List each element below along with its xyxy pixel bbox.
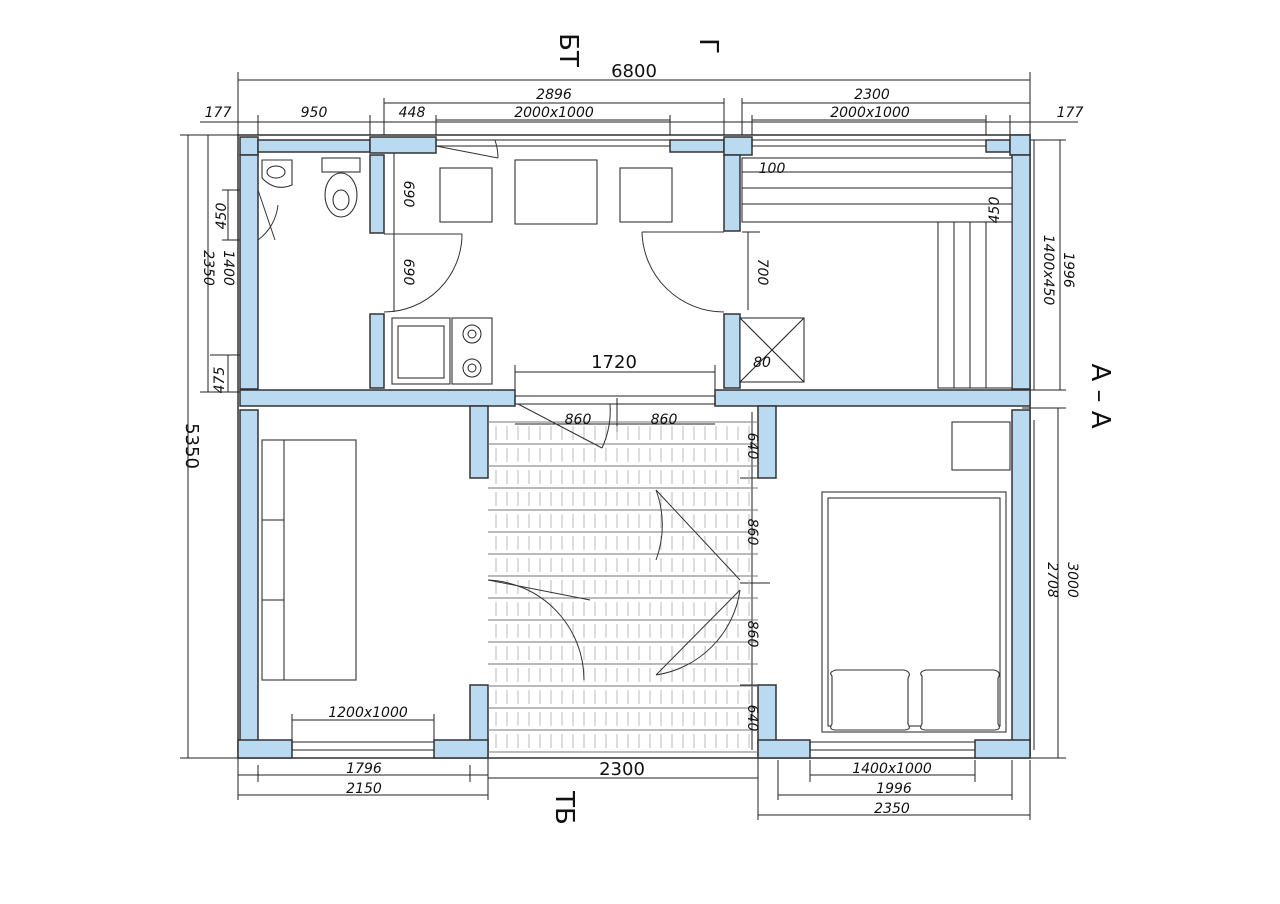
dim-overall-width: 6800 xyxy=(611,61,657,82)
dim-terrace-side-bottom: 640 xyxy=(744,705,760,732)
middle-opening xyxy=(514,395,716,405)
toilet-tank-icon xyxy=(321,157,361,173)
dimension-text: 6800 177 950 2896 448 2000x1000 2300 200… xyxy=(181,61,1083,817)
wall-right-upper xyxy=(1011,154,1031,390)
terrace-wall-left-top xyxy=(469,405,489,479)
wall-top-right xyxy=(985,139,1011,153)
nightstand-icon xyxy=(951,421,1011,471)
partition-kitchen-sauna-lower xyxy=(723,313,741,389)
section-label-top-right: Г xyxy=(693,38,723,54)
dim-overall-depth: 5350 xyxy=(181,423,202,469)
dim-sauna-window: 450 xyxy=(987,197,1003,224)
sauna-window xyxy=(751,139,987,147)
dim-bedroom-window: 1400x1000 xyxy=(852,761,932,777)
dim-lower-left: 475 xyxy=(212,367,228,394)
dim-kitchen-door-upper: 690 xyxy=(400,181,416,208)
walls xyxy=(237,134,1031,759)
partition-kitchen-sauna-upper xyxy=(723,154,741,232)
kitchen-window xyxy=(435,139,671,147)
washbasin-icon xyxy=(261,159,293,188)
dim-door-left: 860 xyxy=(565,412,592,428)
dim-terrace-door-lower: 860 xyxy=(744,621,760,648)
dim-living-width: 2150 xyxy=(346,781,382,797)
dim-living-window: 1200x1000 xyxy=(328,705,408,721)
dim-bedroom-inner: 2708 xyxy=(1044,562,1060,598)
dim-right-span: 2300 xyxy=(854,87,890,103)
corner-post-nw xyxy=(239,136,259,156)
sauna-door-swing xyxy=(641,231,725,313)
section-label-bottom: ТБ xyxy=(549,790,579,825)
dim-sauna-depth: 1996 xyxy=(1060,252,1076,288)
cooktop-icon xyxy=(451,317,493,385)
dim-kitchen-offset: 448 xyxy=(399,105,426,121)
furniture xyxy=(261,157,1013,733)
dim-kitchen-door-lower: 690 xyxy=(400,259,416,286)
dim-terrace-door-upper: 860 xyxy=(744,519,760,546)
dim-sauna-bench-gap: 100 xyxy=(759,161,786,177)
dim-bedroom-depth: 3000 xyxy=(1064,562,1080,598)
partition-bath-kitchen-upper xyxy=(369,154,385,234)
living-window xyxy=(291,741,435,751)
wall-middle-left xyxy=(239,389,516,407)
dim-bath-width: 950 xyxy=(301,105,328,121)
wall-bottom-left xyxy=(237,739,293,759)
wall-bottom-right2 xyxy=(974,739,1031,759)
dim-right-window: 2000x1000 xyxy=(830,105,910,121)
terrace-decking xyxy=(488,421,758,753)
terrace-wall-right-top xyxy=(757,405,777,479)
corner-post-ne xyxy=(1009,134,1031,156)
section-labels: БТ Г А – А ТБ xyxy=(549,33,1115,825)
dining-table-icon xyxy=(514,159,598,225)
wall-top-bath-kitchen xyxy=(369,136,437,154)
bedroom-window xyxy=(809,741,976,751)
section-label-right: А – А xyxy=(1085,363,1115,428)
dim-kitchen-window: 2000x1000 xyxy=(514,105,594,121)
dim-living-inner: 1796 xyxy=(346,761,382,777)
wall-left-lower xyxy=(239,409,259,756)
wall-left-upper xyxy=(239,154,259,390)
wall-middle-right xyxy=(714,389,1031,407)
dim-door-right: 860 xyxy=(651,412,678,428)
wall-bottom-left2 xyxy=(433,739,489,759)
dim-kitchen-span: 2896 xyxy=(536,87,572,103)
chair-right-icon xyxy=(619,167,673,223)
dim-left-height: 2350 xyxy=(200,250,216,286)
wall-top-partition xyxy=(723,136,753,156)
dim-bath-depth: 1400 xyxy=(220,250,236,286)
partition-bath-kitchen-lower xyxy=(369,313,385,389)
bath-door-leaf xyxy=(257,189,276,241)
dim-stove-80: 80 xyxy=(753,355,771,371)
dim-bedroom-width: 2350 xyxy=(874,801,910,817)
dim-terrace-side-top: 640 xyxy=(744,433,760,460)
dim-sauna-bench: 1400x450 xyxy=(1040,235,1056,306)
toilet-bowl-icon xyxy=(324,172,358,218)
dim-bedroom-inner-width: 1996 xyxy=(876,781,912,797)
kitchen-sink-icon xyxy=(391,317,451,385)
bath-door-swing xyxy=(257,204,279,241)
kitchen-left-door-swing xyxy=(383,233,463,313)
wall-top-kitchen-right xyxy=(669,139,725,153)
dim-opening-center: 1720 xyxy=(591,352,637,373)
pillow-right-icon xyxy=(920,669,1000,731)
wall-right-lower xyxy=(1011,409,1031,756)
dim-wall-left: 177 xyxy=(205,105,232,121)
dim-terrace-width: 2300 xyxy=(599,759,645,780)
chair-left-icon xyxy=(439,167,493,223)
sauna-bench-lower xyxy=(937,221,1013,389)
dim-bath-window: 450 xyxy=(214,203,230,230)
section-label-top-left: БТ xyxy=(553,33,583,67)
dim-sauna-door: 700 xyxy=(754,259,770,286)
wall-top-bath xyxy=(257,139,371,153)
wall-bottom-right xyxy=(757,739,811,759)
pillow-left-icon xyxy=(830,669,910,731)
dim-wall-right: 177 xyxy=(1057,105,1084,121)
sofa-icon xyxy=(261,439,357,681)
sauna-bench-upper xyxy=(741,157,1013,223)
